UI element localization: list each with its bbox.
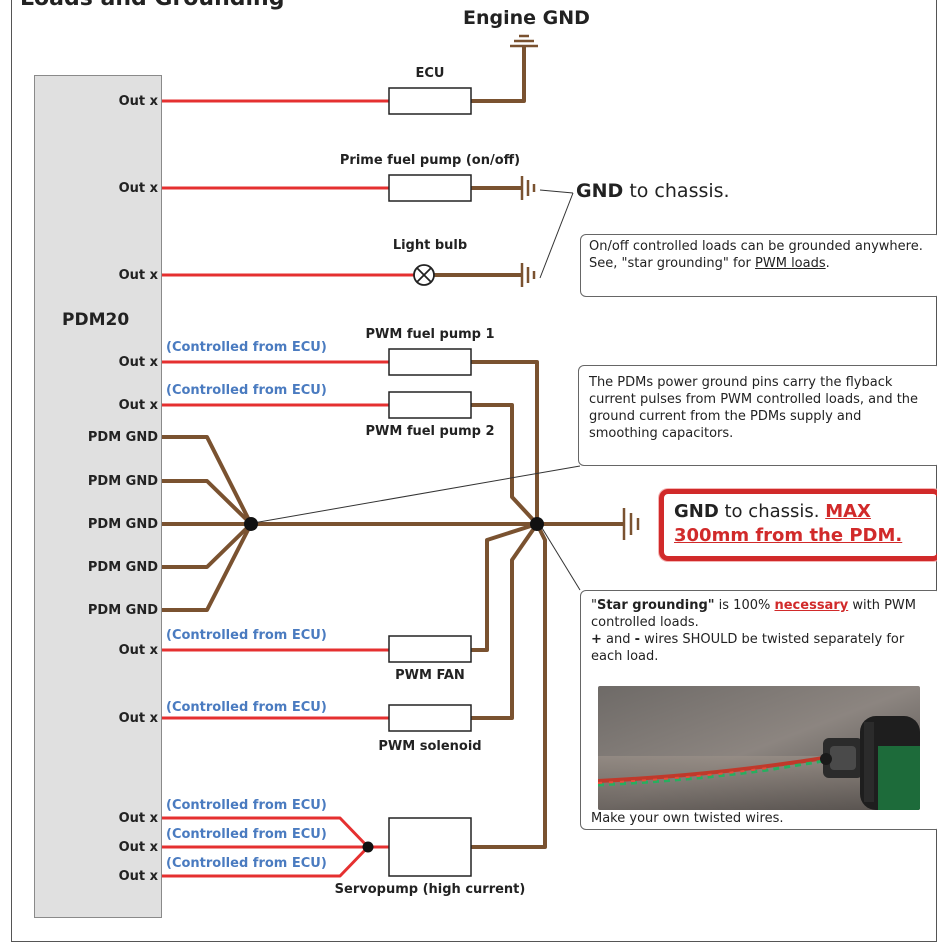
load-label-pwm-fan: PWM FAN — [395, 668, 465, 683]
controlled-label-solenoid: (Controlled from ECU) — [166, 700, 327, 715]
load-label-prime-pump: Prime fuel pump (on/off) — [339, 153, 521, 168]
controlled-label-servo-1: (Controlled from ECU) — [166, 798, 327, 813]
star-plus: + — [591, 632, 602, 647]
warn-gnd-bold: GND — [674, 501, 719, 522]
pin-out-pwm-pump1: Out x — [118, 355, 158, 370]
star-mid: is 100% — [714, 598, 775, 613]
pin-out-ecu: Out x — [118, 94, 158, 109]
pin-out-light-bulb: Out x — [118, 268, 158, 283]
warn-gnd-mid: to chassis. — [718, 501, 826, 522]
gnd-chassis-bold: GND — [576, 180, 624, 202]
star-minus: - — [634, 632, 641, 647]
pin-out-servo-2: Out x — [118, 840, 158, 855]
diagram-title: Loads and Grounding — [20, 0, 284, 10]
load-label-pwm-pump2: PWM fuel pump 2 — [365, 424, 495, 439]
note-onoff-line2-post: . — [825, 256, 830, 271]
pin-out-pwm-pump2: Out x — [118, 398, 158, 413]
star-line3: wires SHOULD be twisted separately for e… — [591, 632, 905, 664]
note-onoff-line2-pre: See, "star grounding" for — [589, 256, 756, 271]
load-label-pwm-solenoid: PWM solenoid — [378, 739, 482, 754]
load-label-servopump: Servopump (high current) — [334, 882, 526, 897]
pin-pdm-gnd-4: PDM GND — [87, 560, 158, 575]
controlled-label-fan: (Controlled from ECU) — [166, 628, 327, 643]
load-label-light-bulb: Light bulb — [392, 238, 468, 253]
star-grounding-bold: Star grounding" — [596, 598, 715, 613]
star-quote-open: " — [591, 598, 597, 613]
controlled-label-servo-3: (Controlled from ECU) — [166, 856, 327, 871]
pin-pdm-gnd-5: PDM GND — [87, 603, 158, 618]
gnd-max-distance-warning: GND to chassis. MAX 300mm from the PDM. — [659, 489, 937, 561]
pin-pdm-gnd-2: PDM GND — [87, 474, 158, 489]
engine-gnd-symbol — [510, 34, 538, 48]
note-flyback-current: The PDMs power ground pins carry the fly… — [578, 365, 937, 466]
power-wires — [162, 99, 415, 878]
star-necessary: necessary — [774, 598, 849, 613]
controlled-label-servo-2: (Controlled from ECU) — [166, 827, 327, 842]
load-label-pwm-pump1: PWM fuel pump 1 — [365, 327, 495, 342]
junction-dots — [244, 517, 544, 853]
pin-pdm-gnd-1: PDM GND — [87, 430, 158, 445]
pin-out-servo-1: Out x — [118, 811, 158, 826]
light-bulb-symbol — [413, 264, 435, 286]
pwm-loads-link[interactable]: PWM loads — [755, 256, 826, 271]
warn-300mm: 300mm from the PDM. — [674, 525, 903, 546]
pdm-name: PDM20 — [62, 310, 130, 330]
controlled-label-pump2: (Controlled from ECU) — [166, 383, 327, 398]
load-label-ecu: ECU — [415, 66, 445, 81]
leader-lines — [252, 189, 581, 591]
chassis-gnd-symbols — [520, 176, 640, 540]
star-and: and — [601, 632, 635, 647]
pin-out-servo-3: Out x — [118, 869, 158, 884]
load-boxes — [388, 87, 472, 877]
pin-out-pwm-fan: Out x — [118, 643, 158, 658]
note-onoff-line1: On/off controlled loads can be grounded … — [589, 239, 923, 254]
engine-gnd-label: Engine GND — [463, 7, 590, 29]
note-onoff-grounding: On/off controlled loads can be grounded … — [580, 234, 937, 297]
twisted-wires-caption: Make your own twisted wires. — [591, 811, 784, 826]
gnd-chassis-rest: to chassis. — [623, 180, 730, 202]
controlled-label-pump1: (Controlled from ECU) — [166, 340, 327, 355]
ground-wires — [162, 47, 624, 849]
gnd-chassis-label: GND to chassis. — [576, 182, 730, 201]
pin-pdm-gnd-3: PDM GND — [87, 517, 158, 532]
pin-out-pwm-solenoid: Out x — [118, 711, 158, 726]
pdm-box — [34, 75, 162, 918]
star-end: with PWM controlled loads. — [591, 598, 916, 630]
pin-out-prime-pump: Out x — [118, 181, 158, 196]
twisted-wires-photo — [598, 686, 920, 810]
warn-max: MAX — [825, 501, 871, 522]
